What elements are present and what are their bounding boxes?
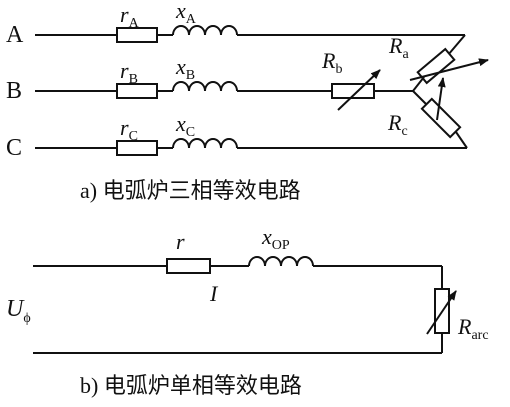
node-b-label: B: [6, 78, 22, 104]
inductor-xa: [172, 25, 238, 36]
label-xc: xC: [175, 111, 195, 140]
inductor-xc: [172, 138, 238, 149]
rc-variable-arrow: [436, 77, 446, 121]
rarc-variable-arrow: [426, 290, 457, 335]
label-source-voltage: Uϕ: [6, 296, 31, 326]
label-current: I: [209, 281, 219, 306]
caption-three-phase: a) 电弧炉三相等效电路: [80, 178, 301, 203]
label-rarc: Rarc: [457, 314, 489, 343]
phase-a-line: A rA xA: [6, 0, 465, 48]
label-rc-arc: Rc: [387, 110, 408, 139]
node-a-label: A: [6, 22, 24, 48]
ra-variable-arrow: [409, 58, 489, 81]
label-xop: xOP: [261, 224, 290, 253]
label-rc-series: rC: [120, 115, 138, 144]
label-r: r: [176, 229, 185, 254]
three-phase-circuit: A rA xA B rB xB Rb C: [6, 0, 489, 203]
phase-b-line: B rB xB Rb: [6, 48, 413, 111]
resistor-r: [166, 258, 211, 274]
node-c-label: C: [6, 135, 22, 161]
single-phase-circuit: r xOP I Uϕ Rarc b) 电弧炉单相等效电路: [6, 224, 489, 398]
label-xa: xA: [175, 0, 197, 27]
caption-single-phase: b) 电弧炉单相等效电路: [80, 373, 302, 398]
label-ra-series: rA: [120, 2, 140, 31]
rb-variable-arrow: [337, 69, 381, 111]
resistor-rc-arc: [420, 97, 462, 139]
label-rb-arc: Rb: [321, 48, 342, 77]
label-rb-series: rB: [120, 58, 138, 87]
inductor-xb: [172, 81, 238, 92]
star-network: Ra Rc: [387, 33, 489, 149]
label-xb: xB: [175, 54, 195, 83]
label-ra-arc: Ra: [388, 33, 409, 62]
phase-c-line: C rC xC: [6, 111, 467, 161]
inductor-xop: [248, 256, 314, 267]
